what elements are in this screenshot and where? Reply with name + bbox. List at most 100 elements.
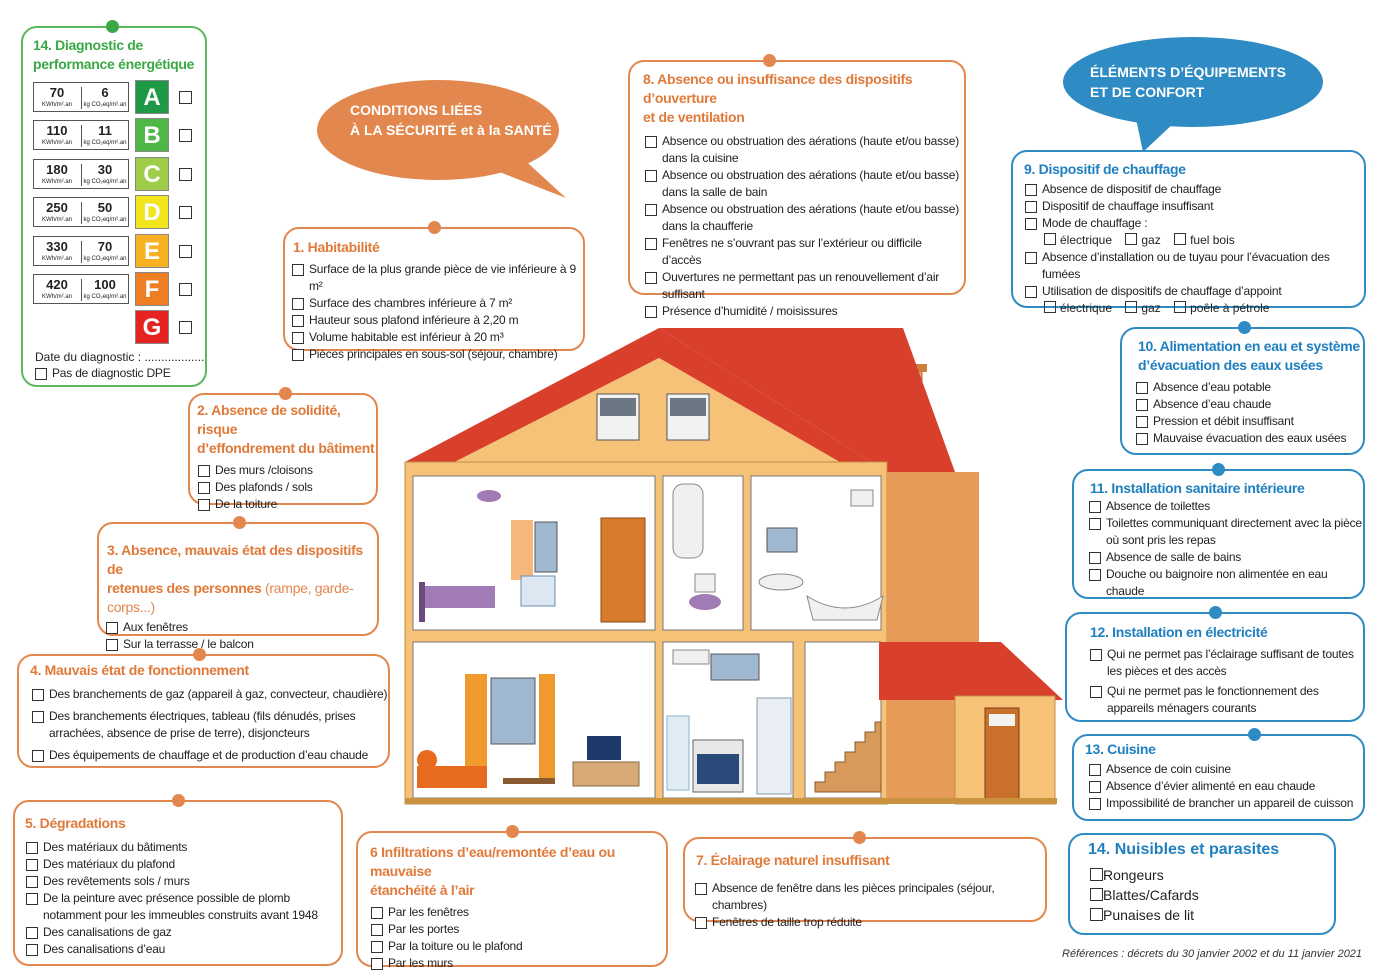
- dpe-grade-checkbox[interactable]: [179, 206, 192, 220]
- dpe-co2-unit: kg CO₂eq/m².an: [83, 294, 127, 300]
- operation-checkbox-0[interactable]: Des branchements de gaz (appareil à gaz,…: [32, 686, 388, 703]
- heating-checkbox-2[interactable]: Mode de chauffage :: [1025, 215, 1364, 232]
- sanitary-checkbox-1[interactable]: Toilettes communiquant directement avec …: [1089, 515, 1363, 549]
- equipment-bubble-shape: [1063, 37, 1323, 152]
- dpe-kwh-value: 330: [46, 238, 68, 254]
- ventilation-checkbox-4[interactable]: Ouvertures ne permettant pas un renouvel…: [645, 269, 964, 303]
- heating-checkbox-0[interactable]: Absence de dispositif de chauffage: [1025, 181, 1364, 198]
- ventilation-checkbox-3[interactable]: Fenêtres ne s’ouvrant pas sur l’extérieu…: [645, 235, 964, 269]
- sanitary-item-line: où sont pris les repas: [1106, 533, 1216, 547]
- section-12-dot: [1209, 606, 1222, 619]
- solidity-checkbox-1[interactable]: Des plafonds / sols: [198, 479, 376, 496]
- restraints-checkbox-0[interactable]: Aux fenêtres: [106, 619, 377, 636]
- aux-oil-stove-checkbox[interactable]: [1174, 301, 1187, 313]
- aux-electric-checkbox[interactable]: [1044, 301, 1056, 313]
- heating-checkbox-1[interactable]: Dispositif de chauffage insuffisant: [1025, 198, 1364, 215]
- degradation-checkbox-0[interactable]: Des matériaux du bâtiments: [26, 839, 341, 856]
- dpe-kwh-unit: KWh/m².an: [41, 102, 72, 108]
- mode-fuel-wood-checkbox[interactable]: [1174, 233, 1187, 245]
- infiltration-checkbox-0[interactable]: Par les fenêtres: [371, 904, 666, 921]
- dpe-no-diagnostic-checkbox[interactable]: Pas de diagnostic DPE: [35, 365, 171, 382]
- pest-checkbox[interactable]: [1090, 908, 1103, 921]
- dpe-grade-checkbox[interactable]: [179, 283, 192, 296]
- degradation-checkbox-3[interactable]: De la peinture avec présence possible de…: [26, 890, 341, 924]
- ventilation-checkbox-2[interactable]: Absence ou obstruation des aérations (ha…: [645, 201, 964, 235]
- degradation-checkbox-2[interactable]: Des revêtements sols / murs: [26, 873, 341, 890]
- pest-checkbox[interactable]: [1090, 888, 1103, 901]
- degradation-item-line: De la peinture avec présence possible de…: [43, 891, 290, 905]
- dpe-grade-f: F: [135, 272, 169, 306]
- kitchen-checkbox-0[interactable]: Absence de coin cuisine: [1089, 761, 1363, 778]
- dpe-co2-value: 70: [97, 238, 113, 254]
- section-1-title: 1. Habitabilité: [293, 239, 380, 255]
- section-4-operation: 4. Mauvais état de fonctionnement Des br…: [17, 648, 390, 768]
- kitchen-checkbox-2[interactable]: Impossibilité de brancher un appareil de…: [1089, 795, 1363, 812]
- auxiliary-heating-checkbox[interactable]: Utilisation de dispositifs de chauffage …: [1025, 283, 1364, 300]
- dpe-grade-b: B: [135, 118, 169, 153]
- solidity-checkbox-2[interactable]: De la toiture: [198, 496, 376, 513]
- section-6-title: 6 Infiltrations d’eau/remontée d’eau ou …: [370, 844, 616, 898]
- habitability-checkbox-0[interactable]: Surface de la plus grande pièce de vie i…: [292, 261, 583, 295]
- section-6-infiltrations: 6 Infiltrations d’eau/remontée d’eau ou …: [356, 825, 668, 970]
- sanitary-checkbox-3[interactable]: Douche ou baignoire non alimentée en eau…: [1089, 566, 1363, 600]
- section-2-dot: [279, 387, 292, 400]
- no-smoke-evacuation-checkbox[interactable]: Absence d’installation ou de tuyau pour …: [1025, 249, 1364, 283]
- solidity-checkbox-0[interactable]: Des murs /cloisons: [198, 462, 376, 479]
- sanitary-item-line: Douche ou baignoire non alimentée en eau…: [1106, 567, 1328, 598]
- dpe-grade-checkbox[interactable]: [179, 91, 192, 104]
- habitability-checkbox-2[interactable]: Hauteur sous plafond inférieure à 2,20 m: [292, 312, 583, 329]
- operation-checkbox-1[interactable]: Des branchements électriques, tableau (f…: [32, 708, 388, 742]
- dpe-grade-checkbox[interactable]: [179, 167, 192, 181]
- electricity-item-line: Qui ne permet pas l’éclairage suffisant …: [1107, 647, 1354, 661]
- pest-label: Punaises de lit: [1103, 907, 1195, 923]
- dpe-grade-checkbox[interactable]: [179, 129, 192, 143]
- infiltration-checkbox-1[interactable]: Par les portes: [371, 921, 666, 938]
- dpe-grade-checkbox[interactable]: [179, 321, 192, 335]
- infiltration-checkbox-3[interactable]: Par les murs: [371, 955, 666, 972]
- degradation-checkbox-1[interactable]: Des matériaux du plafond: [26, 856, 341, 873]
- ventilation-item-line: Absence ou obstruation des aérations (ha…: [662, 134, 960, 148]
- sanitary-checkbox-2[interactable]: Absence de salle de bains: [1089, 549, 1363, 566]
- electricity-checkbox-0[interactable]: Qui ne permet pas l’éclairage suffisant …: [1090, 646, 1363, 680]
- degradation-checkbox-4[interactable]: Des canalisations de gaz: [26, 924, 341, 941]
- electricity-item-line: appareils ménagers courants: [1107, 701, 1257, 715]
- operation-checkbox-2[interactable]: Des équipements de chauffage et de produ…: [32, 747, 388, 764]
- habitability-checkbox-4[interactable]: Pièces principales en sous-sol (séjour, …: [292, 346, 583, 363]
- water-checkbox-2[interactable]: Pression et débit insuffisant: [1136, 413, 1363, 430]
- aux-gas-checkbox[interactable]: [1125, 301, 1138, 313]
- habitability-checkbox-3[interactable]: Volume habitable est inférieur à 20 m³: [292, 329, 583, 346]
- section-11-sanitary: 11. Installation sanitaire intérieure Ab…: [1072, 463, 1365, 600]
- water-checkbox-1[interactable]: Absence d’eau chaude: [1136, 396, 1363, 413]
- lighting-checkbox-0[interactable]: Absence de fenêtre dans les pièces princ…: [695, 880, 1045, 914]
- lighting-checkbox-1[interactable]: Fenêtres de taille trop réduite: [695, 914, 1045, 931]
- dpe-grade-checkbox[interactable]: [179, 244, 192, 258]
- ventilation-checkbox-0[interactable]: Absence ou obstruation des aérations (ha…: [645, 133, 964, 167]
- water-checkbox-3[interactable]: Mauvaise évacuation des eaux usées: [1136, 430, 1363, 447]
- infiltration-checkbox-2[interactable]: Par la toiture ou le plafond: [371, 938, 666, 955]
- habitability-checkbox-1[interactable]: Surface des chambres inférieure à 7 m²: [292, 295, 583, 312]
- pest-row-0[interactable]: Rongeurs: [1088, 865, 1334, 885]
- mode-electric-checkbox[interactable]: [1044, 233, 1056, 245]
- section-13-dot: [1248, 728, 1261, 741]
- section-10-dot: [1238, 321, 1251, 334]
- pest-row-2[interactable]: Punaises de lit: [1088, 905, 1334, 925]
- section-5-degradations: 5. Dégradations Des matériaux du bâtimen…: [13, 794, 343, 966]
- mode-gas-checkbox[interactable]: [1125, 233, 1138, 245]
- ventilation-checkbox-5[interactable]: Présence d’humidité / moisissures: [645, 303, 964, 320]
- ventilation-checkbox-1[interactable]: Absence ou obstruation des aérations (ha…: [645, 167, 964, 201]
- restraints-checkbox-1[interactable]: Sur la terrasse / le balcon: [106, 636, 377, 653]
- pest-row-1[interactable]: Blattes/Cafards: [1088, 885, 1334, 905]
- water-checkbox-0[interactable]: Absence d’eau potable: [1136, 379, 1363, 396]
- sanitary-item-line: Absence de toilettes: [1106, 499, 1211, 513]
- degradation-checkbox-5[interactable]: Des canalisations d’eau: [26, 941, 341, 958]
- pest-checkbox[interactable]: [1090, 868, 1103, 881]
- kitchen-checkbox-1[interactable]: Absence d’évier alimenté en eau chaude: [1089, 778, 1363, 795]
- sanitary-checkbox-0[interactable]: Absence de toilettes: [1089, 498, 1363, 515]
